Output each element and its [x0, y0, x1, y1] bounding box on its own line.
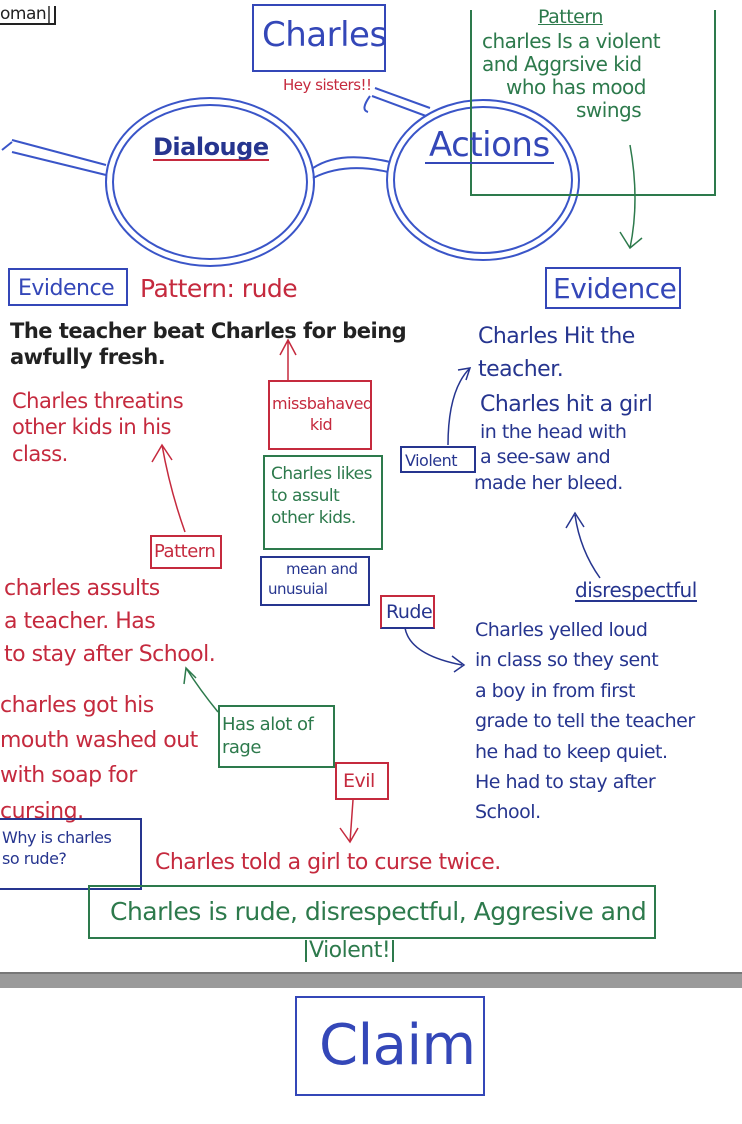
quote-text: Hey sisters!!	[283, 76, 372, 94]
assults-evidence: charles assults a teacher. Has to stay a…	[4, 572, 216, 671]
line: to assult	[271, 486, 340, 507]
arrow-evil-down	[339, 799, 359, 844]
left-lens	[105, 97, 315, 267]
threatens-evidence: Charles threatins other kids in his clas…	[12, 388, 184, 467]
line: other kids in his	[12, 415, 171, 440]
likes-text: Charles likes to assult other kids.	[271, 463, 373, 529]
line: a see-saw and	[480, 446, 611, 469]
line: Charles likes	[271, 464, 373, 484]
arrow-disrespectful-up	[565, 511, 601, 579]
arrow-rude-to-text	[404, 627, 466, 673]
line: Has alot of	[222, 714, 314, 735]
line: missbahaved	[272, 394, 373, 413]
line: School.	[475, 801, 541, 824]
page-separator	[0, 972, 742, 988]
line: and Aggrsive kid	[482, 52, 642, 76]
line: Charles yelled loud	[475, 619, 648, 641]
actions-lens-label: Actions	[425, 128, 554, 164]
arrow-violent-up	[447, 367, 472, 446]
line: teacher.	[478, 357, 564, 382]
line: in the head with	[480, 420, 627, 443]
line: to stay after School.	[4, 642, 216, 667]
line: He had to stay after	[475, 770, 656, 793]
name-fragment: oman|	[0, 6, 57, 25]
summary-line: Charles is rude, disrespectful, Aggresiv…	[110, 897, 647, 926]
violent-label: Violent	[405, 451, 458, 470]
line: unusuial	[268, 579, 328, 598]
line: The teacher beat Charles for being	[10, 319, 407, 343]
dialogue-lens-label: Dialouge	[153, 133, 269, 161]
line: mean and	[286, 560, 358, 578]
summary-line: Violent!	[305, 940, 395, 962]
line: Why is charles	[2, 828, 112, 847]
rage-box: Has alot of rage	[218, 705, 335, 768]
pattern-box: Pattern	[150, 535, 222, 569]
claim-label: Claim	[319, 1013, 476, 1078]
question-text: Why is charles so rude?	[2, 828, 112, 870]
line: grade to tell the teacher	[475, 710, 695, 733]
pattern-rude-label: Pattern: rude	[140, 274, 298, 303]
glasses-bridge	[312, 156, 391, 179]
line: in class so they sent	[475, 649, 659, 672]
evidence-left-label: Evidence	[18, 276, 115, 301]
line: charles got his	[0, 693, 154, 718]
disrespectful-label: disrespectful	[575, 578, 697, 602]
character-name: Charles	[262, 15, 387, 55]
line: charles Is a violent	[482, 29, 661, 53]
glasses-right-arm	[363, 87, 431, 117]
line: swings	[576, 98, 642, 122]
evil-box: Evil	[335, 762, 389, 800]
line: other kids.	[271, 508, 356, 529]
summary-box: Charles is rude, disrespectful, Aggresiv…	[88, 885, 656, 939]
line: made her bleed.	[474, 471, 623, 494]
line: Charles Hit the	[478, 324, 635, 349]
evidence-right-box: Evidence	[545, 267, 681, 309]
pattern-top-title: Pattern	[538, 6, 603, 28]
evidence-left-box: Evidence	[8, 268, 128, 306]
quote-evidence: The teacher beat Charles for being awful…	[10, 318, 407, 371]
claim-box: Claim	[295, 996, 485, 1096]
line: who has mood	[506, 75, 647, 99]
violent-box: Violent	[400, 446, 476, 473]
pattern-top-text: charles Is a violent and Aggrsive kid wh…	[482, 29, 661, 122]
line: rage	[222, 737, 261, 759]
yelled-evidence: Charles yelled loud in class so they sen…	[475, 615, 695, 828]
line: Charles hit a girl	[480, 392, 653, 417]
line: Charles threatins	[12, 389, 184, 413]
hit-teacher-evidence: Charles Hit the teacher.	[478, 320, 635, 386]
mean-text: mean and unusuial	[268, 560, 358, 599]
question-box: Why is charles so rude?	[0, 818, 142, 890]
hit-girl-evidence: Charles hit a girl in the head with a se…	[474, 390, 653, 497]
glasses-left-arm	[1, 139, 107, 176]
pattern-box-label: Pattern	[154, 541, 216, 562]
mean-box: mean and unusuial	[260, 556, 370, 606]
mouth-evidence: charles got his mouth washed out with so…	[0, 688, 198, 829]
rude-label: Rude	[386, 601, 433, 623]
line: so rude?	[2, 848, 67, 868]
pattern-top-box	[470, 10, 716, 196]
character-box: Charles	[252, 4, 387, 72]
evidence-right-label: Evidence	[553, 272, 677, 305]
line: charles assults	[4, 576, 160, 601]
missbehaved-box: missbahaved kid	[268, 380, 373, 450]
line: mouth washed out	[0, 728, 198, 754]
line: a boy in from first	[475, 679, 635, 702]
rage-text: Has alot of rage	[222, 713, 314, 760]
line: awfully fresh.	[10, 345, 166, 370]
line: he had to keep quiet.	[475, 740, 668, 763]
line: a teacher. Has	[4, 609, 156, 634]
line: kid	[309, 414, 333, 434]
line: class.	[12, 441, 68, 466]
line: with soap for	[0, 763, 137, 789]
rude-box: Rude	[380, 595, 435, 629]
evil-label: Evil	[343, 770, 375, 792]
curse-evidence: Charles told a girl to curse twice.	[155, 850, 501, 875]
missbehaved-text: missbahaved kid	[272, 394, 373, 436]
likes-box: Charles likes to assult other kids.	[263, 455, 383, 550]
